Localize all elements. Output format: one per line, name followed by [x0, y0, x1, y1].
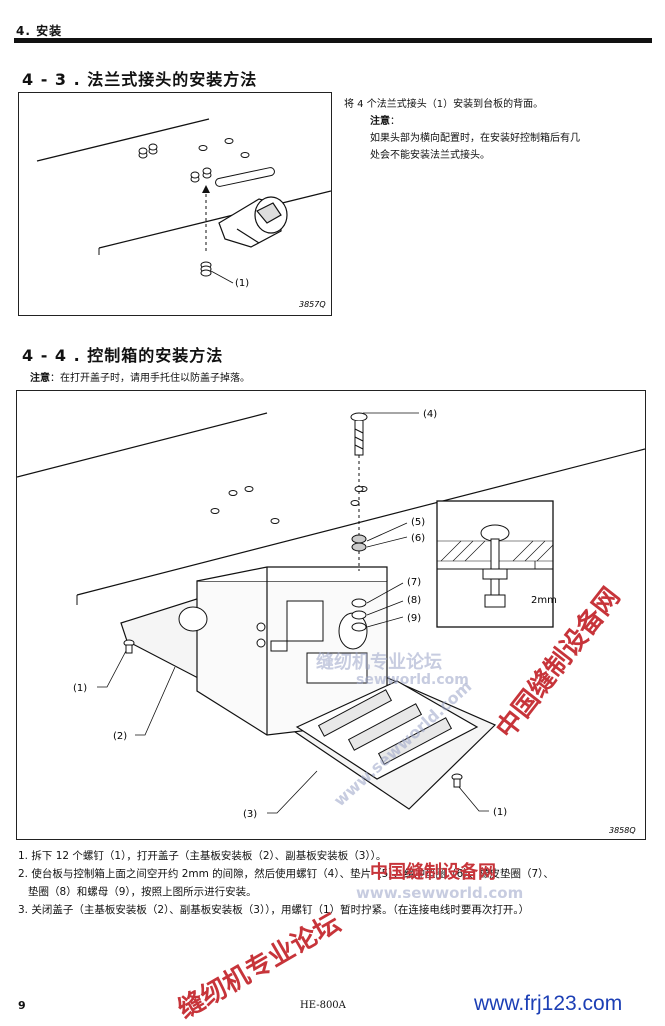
callout-5: (5) [411, 517, 425, 528]
flange-note-line-1: 如果头部为横向配置时，在安装好控制箱后有几 [370, 133, 580, 144]
flange-note-line-2: 处会不能安装法兰式接头。 [370, 150, 490, 161]
flange-instruction: 将 4 个法兰式接头（1）安装到台板的背面。 [344, 99, 544, 110]
watermark-url-1: sewworld.com [356, 672, 469, 688]
figure-control-box: 2mm (4) (5) (6) (7) (8) (9) (1) (2) (3) … [16, 390, 646, 840]
control-box-note-text: ：在打开盖子时，请用手托住以防盖子掉落。 [50, 373, 250, 384]
watermark-center-url: www.sewworld.com [356, 884, 524, 902]
callout-7: (7) [407, 577, 421, 588]
callout-9: (9) [407, 613, 421, 624]
callout-1-right: (1) [493, 807, 507, 818]
control-box-note: 注意：在打开盖子时，请用手托住以防盖子掉落。 [30, 370, 250, 387]
callout-1: (1) [235, 278, 249, 289]
callout-3: (3) [243, 809, 257, 820]
model-label: HE-800A [300, 1000, 346, 1011]
watermark-center-cn: 中国缝制设备网 [370, 862, 496, 883]
page-number: 9 [18, 999, 26, 1012]
step-3: 3. 关闭盖子（主基板安装板（2）、副基板安装板（3）），用螺钉（1）暂时拧紧。… [18, 904, 530, 916]
callout-6: (6) [411, 533, 425, 544]
flange-note-colon: ： [390, 116, 400, 127]
figure-code-3858Q: 3858Q [609, 826, 636, 835]
step-2-line-1: 2. 使台板与控制箱上面之间空开约 2mm 的间隙，然后使用螺钉（4）、垫片（5… [18, 868, 554, 880]
callout-8: (8) [407, 595, 421, 606]
step-1: 1. 拆下 12 个螺钉（1），打开盖子（主基板安装板（2）、副基板安装板（3）… [18, 850, 387, 862]
site-url: www.frj123.com [474, 992, 623, 1015]
header-rule [14, 38, 652, 43]
callout-4: (4) [423, 409, 437, 420]
flange-note-label: 注意 [370, 116, 390, 127]
step-2-line-2: 垫圈（8）和螺母（9），按照上图所示进行安装。 [18, 886, 257, 898]
figure-flange-joint: (1) 3857Q [18, 92, 332, 316]
flange-note-label-line: 注意： [370, 113, 400, 130]
control-box-note-label: 注意 [30, 373, 50, 384]
figure-code-3857Q: 3857Q [299, 300, 326, 309]
control-box-illustration: 2mm (4) (5) (6) (7) (8) (9) (1) (2) (3) … [16, 409, 646, 835]
watermark-forum-1: 缝纫机专业论坛 [316, 652, 442, 673]
flange-joint-illustration: (1) 3857Q [36, 118, 332, 309]
callout-1-left: (1) [73, 683, 87, 694]
section-header: 4. 安装 [16, 24, 63, 38]
section-4-3-title: 4 - 3 . 法兰式接头的安装方法 [22, 70, 258, 89]
section-4-4-title: 4 - 4 . 控制箱的安装方法 [22, 346, 224, 365]
callout-2: (2) [113, 731, 127, 742]
gap-label: 2mm [531, 595, 557, 606]
